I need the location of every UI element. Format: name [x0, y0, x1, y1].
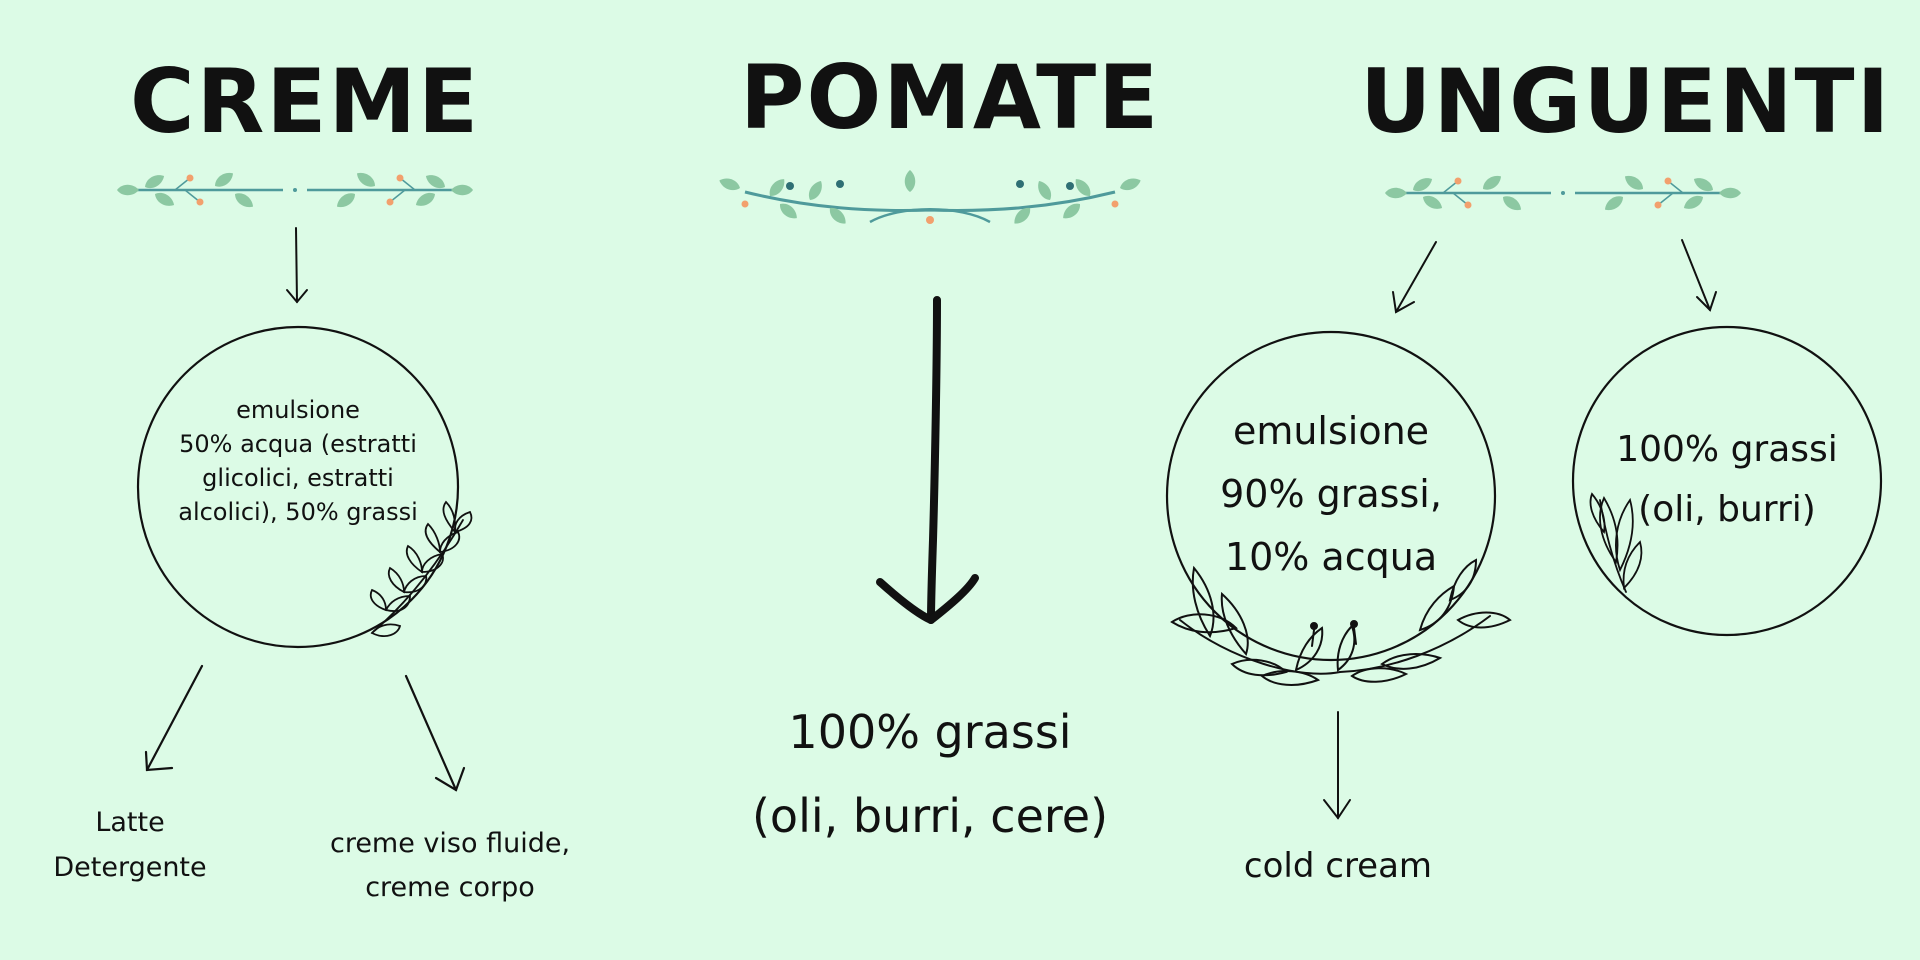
unguenti-emulsion-line-3: 10% acqua — [1224, 535, 1438, 579]
creme-circle-line-4: alcolici), 50% grassi — [178, 498, 418, 526]
unguenti-fat-line-2: (oli, burri) — [1638, 489, 1816, 530]
creme-circle-line-1: emulsione — [236, 396, 360, 424]
arrow-down-icon — [286, 227, 308, 304]
creme-title: CREME — [130, 50, 481, 153]
pomate-result: 100% grassi (oli, burri, cere) — [720, 690, 1140, 858]
pomate-result-line-2: (oli, burri, cere) — [751, 789, 1109, 843]
pomate-title: POMATE — [740, 46, 1161, 149]
creme-output-left-line-1: Latte — [95, 807, 165, 838]
unguenti-emulsion-line-1: emulsione — [1232, 409, 1430, 453]
creme-output-right: creme viso fluide, creme corpo — [310, 822, 590, 910]
leaf-branch-divider-icon — [717, 170, 1143, 228]
leaf-branch-divider-icon — [117, 169, 473, 211]
laurel-sprig-icon — [1589, 492, 1643, 593]
creme-output-right-line-2: creme corpo — [365, 872, 535, 903]
pomate-result-line-1: 100% grassi — [788, 705, 1072, 759]
creme-circle-line-2: 50% acqua (estratti — [179, 430, 417, 458]
arrow-down-icon — [144, 664, 204, 772]
arrow-down-icon — [876, 296, 979, 624]
arrow-down-icon — [404, 674, 466, 792]
arrow-down-icon — [1392, 241, 1437, 314]
unguenti-emulsion-circle-text: emulsione 90% grassi, 10% acqua — [1181, 400, 1481, 589]
arrow-down-icon — [1681, 239, 1717, 312]
laurel-wreath-icon — [1170, 558, 1512, 686]
unguenti-output: cold cream — [1218, 844, 1458, 888]
unguenti-title: UNGUENTI — [1360, 50, 1892, 153]
unguenti-emulsion-circle — [1165, 330, 1497, 662]
creme-output-left: Latte Detergente — [40, 800, 220, 890]
creme-circle-text: emulsione 50% acqua (estratti glicolici,… — [148, 393, 448, 529]
unguenti-fat-circle — [1571, 325, 1883, 637]
creme-output-left-line-2: Detergente — [53, 852, 207, 883]
unguenti-output-line-1: cold cream — [1243, 846, 1433, 886]
creme-circle — [136, 325, 460, 649]
unguenti-fat-line-1: 100% grassi — [1616, 429, 1838, 470]
laurel-sprig-icon — [369, 500, 473, 637]
unguenti-emulsion-line-2: 90% grassi, — [1220, 472, 1442, 516]
creme-output-right-line-1: creme viso fluide, — [329, 828, 571, 859]
unguenti-fat-circle-text: 100% grassi (oli, burri) — [1597, 420, 1857, 540]
leaf-branch-divider-icon — [1385, 172, 1741, 214]
creme-circle-line-3: glicolici, estratti — [202, 464, 394, 492]
arrow-down-icon — [1323, 711, 1351, 820]
